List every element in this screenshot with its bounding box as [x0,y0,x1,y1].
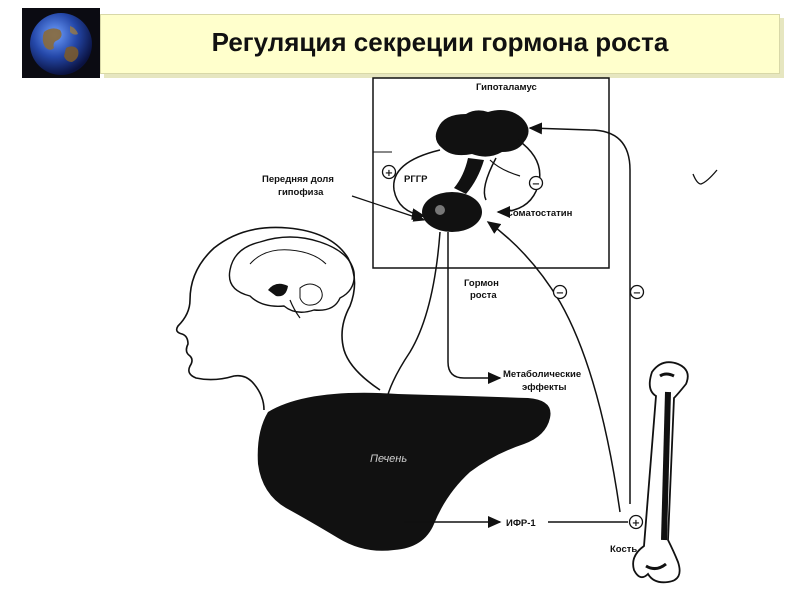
svg-text:+: + [385,168,393,179]
head-profile [175,226,381,411]
rggr-plus-sign: + [381,164,397,180]
check-mark-icon [692,169,718,185]
liver-shape [257,392,551,551]
svg-text:−: − [556,288,564,299]
bone-label: Кость [610,544,637,555]
brain-outline [228,236,355,313]
bone-plus-sign: + [628,514,644,530]
slide-title: Регуляция секреции гормона роста [211,27,669,57]
somatostatin-minus-sign: − [528,175,544,191]
outer-feedback-minus-sign: − [629,284,645,300]
metabolic-effects-label-line1: Метаболические [503,369,581,380]
hypothalamus-label: Гипоталамус [476,82,537,93]
hypothalamus-shape [435,110,529,157]
anterior-pituitary-label-line1: Передняя доля [262,174,334,185]
bone-shape [632,361,689,584]
anterior-pituitary-label-line2: гипофиза [278,187,324,198]
growth-hormone-label-line1: Гормон [464,278,499,289]
igf1-label: ИФР-1 [506,518,536,529]
liver-label: Печень [370,453,407,465]
somatostatin-label: Соматостатин [506,208,573,219]
rggr-label: РГГР [404,174,428,185]
globe-icon [22,8,100,78]
title-band: Регуляция секреции гормона роста [100,14,780,74]
pituitary-gland [422,192,482,232]
growth-hormone-label-line2: роста [470,290,497,301]
inner-feedback-minus-sign: − [552,284,568,300]
svg-text:+: + [632,518,640,529]
brain-region-box [372,77,610,269]
svg-text:−: − [633,288,641,299]
svg-text:−: − [532,179,540,190]
metabolic-effects-label-line2: эффекты [522,382,567,393]
